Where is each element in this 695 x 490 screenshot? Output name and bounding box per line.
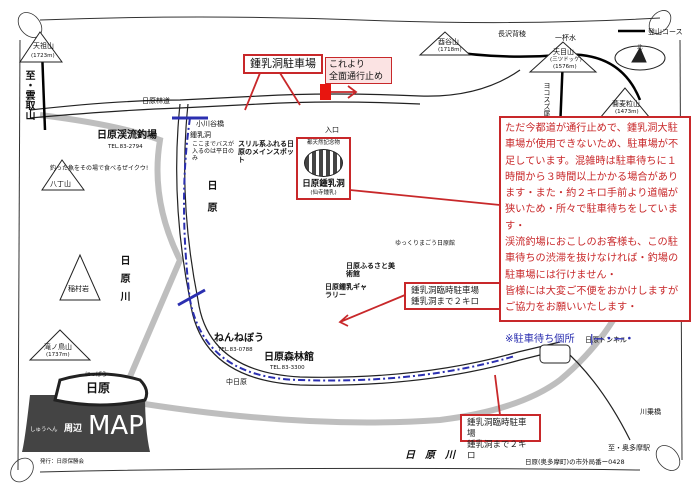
label-tunnel: 日原トンネル (585, 336, 627, 344)
map-logo-sub: 周辺 (64, 424, 83, 434)
label-bus-note: ここまでバスが入るのは平日のみ (192, 141, 235, 162)
temp-parking-callout-2: 鍾乳洞臨時駐車場 鍾乳洞まで２キロ (460, 414, 541, 461)
temp-parking-2-line1: 鍾乳洞臨時駐車場 (467, 418, 527, 439)
label-nennebou: ねんねぼう (214, 333, 264, 344)
label-inamura: 稲村岩 (68, 285, 89, 293)
label-hatchoyama: 八丁山 (50, 180, 71, 188)
label-yokosuzu: ヨコスズ尾根 (543, 82, 551, 124)
cave-parking-text: 鍾乳洞駐車場 (250, 57, 316, 70)
label-takinotoriyama-h: (1737m) (46, 352, 70, 358)
label-to-kumotori: 至・雲取山 (23, 70, 34, 120)
label-sobatsubu-h: (1473m) (615, 109, 639, 115)
label-tenmokuzan-sub: (三ツドッケ) (550, 57, 582, 63)
label-shonyudo-stop: 鍾乳洞 (190, 131, 211, 139)
parking-wait-route (183, 117, 516, 382)
red-arrows (244, 72, 501, 416)
river-nippara (39, 112, 643, 426)
label-tenmokuzan: 天目山 (553, 48, 574, 56)
closure-marker (320, 84, 331, 100)
label-togiyama: 酉谷山 (438, 38, 459, 46)
wait-legend-symbol: |—・—・ (589, 333, 635, 345)
label-fishing: 日原渓流釣場 (97, 130, 157, 141)
label-fish-eat: 釣った魚をその場で食べるぜイクウ! (50, 165, 149, 172)
cave-illustration (304, 149, 343, 177)
map-logo (22, 372, 150, 452)
legend-hiking-course: 登山コース (648, 28, 683, 36)
label-takinotoriyama: 滝ノ鳥山 (44, 343, 72, 351)
closure-callout: これより 全面通行止め (325, 57, 392, 84)
label-sobatsubu: 蕎麦粒山 (612, 100, 640, 108)
wait-legend-label: ※駐車待ち個所 (505, 333, 575, 345)
wait-legend: ※駐車待ち個所 |—・—・ (505, 332, 685, 348)
cave-sub: (仙寺鍾乳) (310, 190, 337, 196)
mountains (19, 31, 652, 361)
label-main-spot: スリル系ふれる日原のメインスポット (238, 140, 294, 164)
label-nennebou-tel: TEL.83-0788 (218, 347, 253, 353)
temp-parking-1-line1: 鍾乳洞臨時駐車場 (411, 286, 480, 296)
map-logo-sub-ruby: しゅうへん (30, 427, 58, 433)
cave-name: 日原鍾乳洞 (302, 179, 345, 189)
label-ogawadani-bridge: 小川谷橋 (196, 120, 224, 128)
map-logo-title: MAP (88, 411, 144, 441)
label-nippara: 日原 (205, 180, 216, 224)
label-shinrinkan: 日原森林館 (264, 352, 314, 363)
roads (29, 69, 631, 441)
label-gallery: 日原鍾乳ギャラリー (325, 283, 367, 299)
label-ippaimizu: 一杯水 (555, 34, 576, 42)
cave-entrance: 入口 (325, 126, 339, 134)
label-tensozan-height: (1723m) (31, 53, 55, 59)
closure-notice: ただ今都道が通行止めで、鍾乳洞大駐車場が使用できないため、駐車場が不足しています… (499, 116, 691, 345)
closure-line1: これより (329, 60, 365, 70)
map-logo-ruby: にっぱら (85, 372, 108, 378)
label-to-okutama: 至・奥多摩駅 (608, 444, 650, 452)
label-nippara-river: 日原川 (118, 255, 129, 309)
label-area-code: 日原(奥多摩町)の市外局番ー0428 (525, 458, 625, 466)
cave-tag: 都天然記念物 (306, 140, 340, 146)
label-kawanori: 川乗橋 (640, 408, 661, 416)
shonyudo-box: 都天然記念物 日原鍾乳洞 (仙寺鍾乳) (296, 137, 351, 200)
compass-north: 北 (637, 45, 643, 51)
label-shinrinkan-tel: TEL.83-3300 (270, 365, 305, 371)
label-tensozan: 天祖山 (33, 42, 54, 50)
temp-parking-callout-1: 鍾乳洞臨時駐車場 鍾乳洞まで２キロ (404, 282, 501, 310)
label-nippara-rindo: 日原林道 (142, 97, 170, 105)
notice-paragraph-3: 皆様には大変ご不便をおかけしますがご協力をお願いいたします・ (505, 285, 679, 314)
notice-paragraph-1: ただ今都道が通行止めで、鍾乳洞大駐車場が使用できないため、駐車場が不足しています… (505, 123, 679, 232)
label-tenmokuzan-h: (1576m) (553, 64, 577, 70)
label-fishing-tel: TEL.83-2794 (108, 144, 143, 150)
closure-line2: 全面通行止め (329, 72, 384, 82)
label-nakanippara: 中日原 (226, 378, 247, 386)
label-river-bottom: 日 原 川 (405, 450, 455, 461)
label-yukkuri: ゆっくりまごう日原館 (395, 240, 456, 247)
temp-parking-2-line2: 鍾乳洞まで２キロ (467, 440, 527, 461)
label-nagasawa: 長沢背稜 (498, 30, 526, 38)
temp-parking-1-line2: 鍾乳洞まで２キロ (411, 297, 480, 307)
compass-icon (614, 45, 666, 71)
notice-paragraph-2: 渓流釣場におこしのお客様も、この駐車待ちの渋滞を抜けなければ・釣場の駐車場には行… (505, 237, 679, 281)
publisher: 発行：日原保勝会 (40, 459, 85, 465)
cave-parking-callout: 鍾乳洞駐車場 (243, 54, 323, 74)
label-furusato: 日原ふるさと美術館 (346, 262, 395, 278)
map-logo-kanji: 日原 (86, 381, 111, 395)
label-togiyama-h: (1718m) (438, 47, 462, 53)
